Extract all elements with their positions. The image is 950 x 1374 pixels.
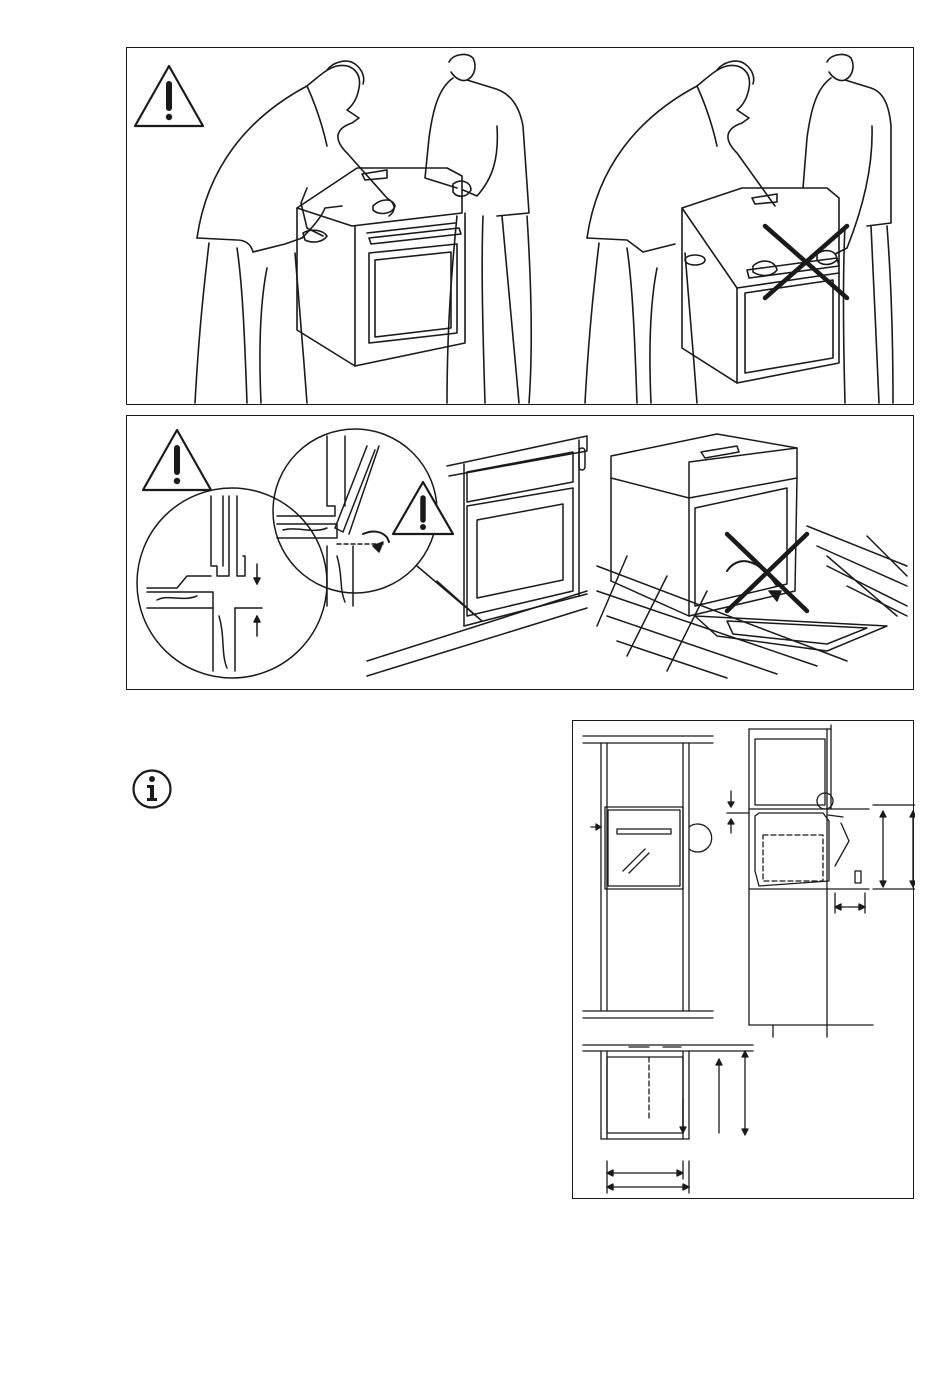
info-icon: [131, 768, 173, 810]
built-in-oven-cabinet: [367, 436, 587, 676]
warning-icon: [135, 66, 203, 126]
plan-view: [583, 1045, 753, 1193]
installation-illustration: [127, 416, 915, 691]
info-icon-graphic: [131, 768, 173, 810]
warning-icon: [143, 430, 211, 490]
dimensions-illustration-panel: [572, 720, 914, 1199]
detail-magnifier-middle: [273, 429, 482, 621]
dimensions-illustration: [573, 721, 915, 1200]
correct-lifting-scene: [195, 55, 531, 403]
front-view-cabinet: [583, 736, 713, 1018]
lifting-illustration-panel: [126, 47, 914, 405]
incorrect-lifting-scene: [585, 55, 893, 403]
installation-illustration-panel: [126, 415, 914, 690]
warning-icon: [393, 482, 453, 534]
oven-open-door: [597, 434, 907, 678]
lifting-illustration: [127, 48, 915, 406]
side-view-cabinet: [727, 725, 915, 1037]
